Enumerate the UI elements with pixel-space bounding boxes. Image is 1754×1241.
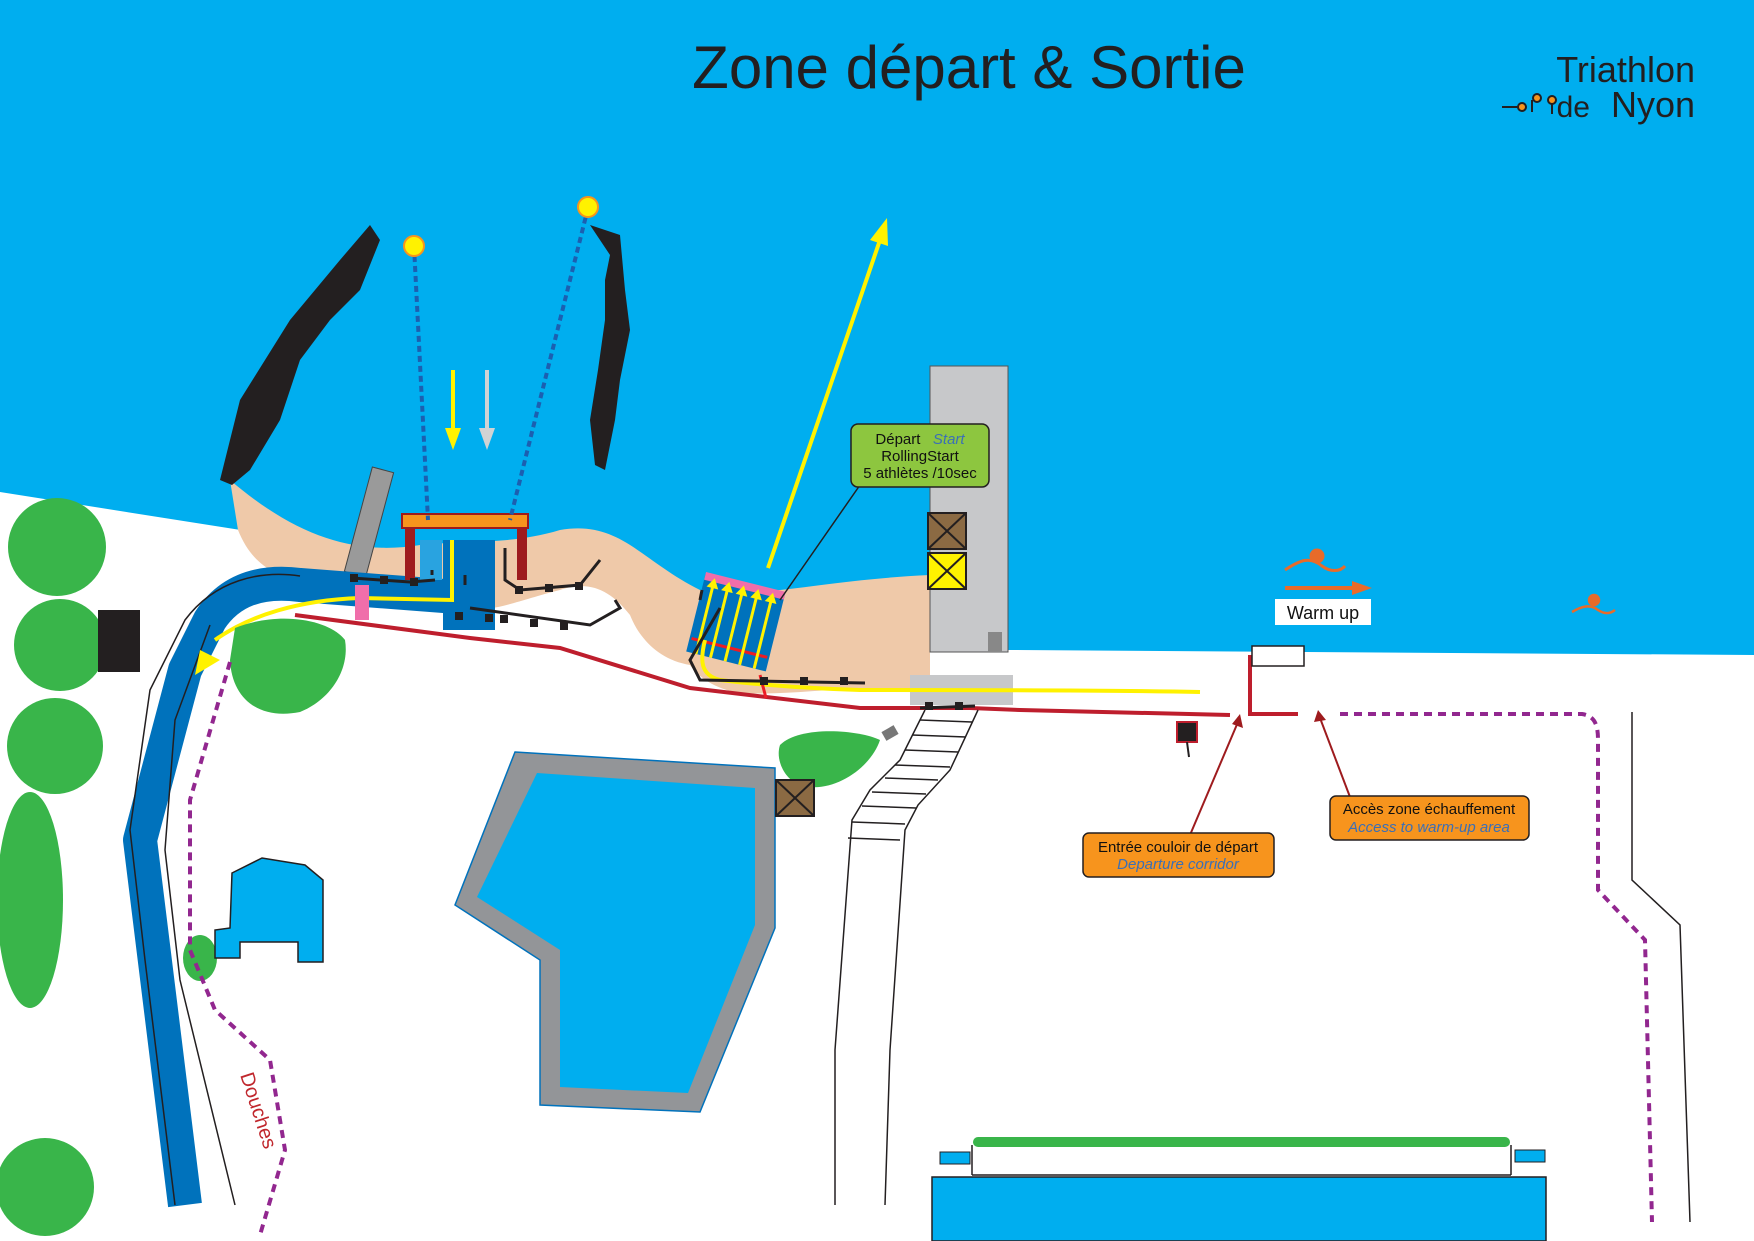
warmup-arrow (1285, 581, 1372, 595)
road-edge (1631, 712, 1691, 1223)
swim-course-arrow (766, 218, 888, 569)
exit-gate-pink (355, 585, 369, 620)
basin-frame (971, 1145, 1512, 1176)
logo-line1: Triathlon (1556, 49, 1695, 90)
arch-banner (401, 513, 529, 529)
pool-water (477, 773, 755, 1093)
basin-marker-left (939, 1151, 971, 1165)
acces-fr: Accès zone échauffement (1343, 801, 1516, 818)
depart-label-fr: Départ (875, 431, 921, 448)
exit-path-outline (129, 573, 301, 1206)
basin-marker-right (1514, 1149, 1546, 1163)
depart-box: Départ Start RollingStart 5 athlètes /10… (850, 423, 990, 488)
bottom-basin (931, 1176, 1547, 1241)
trees (0, 498, 880, 1236)
exit-path-outline-2 (164, 624, 236, 1206)
pier-grate (988, 632, 1002, 652)
logo-line2-small: de (1557, 91, 1590, 124)
entree-en: Departure corridor (1117, 856, 1240, 873)
logo-line2-big: Nyon (1611, 84, 1695, 125)
logo-dots-icon (1502, 93, 1557, 114)
acces-en: Access to warm-up area (1347, 819, 1510, 836)
swimmer-icon-far (1571, 593, 1616, 615)
crate-pool (775, 779, 815, 817)
small-pond (214, 857, 324, 963)
acces-box: Accès zone échauffement Access to warm-u… (1329, 795, 1530, 841)
pier (929, 365, 1009, 653)
warmup-text: Warm up (1287, 603, 1359, 623)
arch-post-left (405, 520, 415, 580)
buoy-right (577, 196, 599, 218)
dashed-path-right (1340, 712, 1654, 1223)
arrow-down-grey (479, 370, 495, 450)
svg-text:Départ Start: Départ Start (875, 431, 965, 448)
warmup-label: Warm up (1275, 599, 1371, 625)
swimmer-icon (1284, 548, 1347, 572)
exit-corridor (123, 566, 472, 1208)
entree-leader (1189, 714, 1243, 836)
athlete-route-yellow (700, 639, 1201, 694)
sign-post (1176, 721, 1198, 758)
rock-breakwater-right (590, 225, 630, 470)
crate-yellow (927, 552, 967, 590)
rock-breakwater-left (220, 225, 380, 485)
start-pen-light (420, 540, 442, 580)
depart-label-en: Start (933, 431, 966, 448)
depart-rolling: RollingStart (881, 448, 959, 465)
buoy-line-right (508, 207, 590, 521)
start-corridor-gate (1248, 655, 1298, 716)
barrier-nodes (350, 574, 963, 710)
black-building (98, 610, 140, 672)
stairs (834, 709, 979, 1206)
page-title: Zone départ & Sortie (692, 34, 1246, 101)
buoy-left (403, 235, 425, 257)
entree-box: Entrée couloir de départ Departure corri… (1082, 832, 1275, 878)
dashed-path-left (188, 661, 288, 1236)
arrow-down-yellow (445, 370, 461, 450)
boundary-red (294, 613, 1231, 717)
depart-rate: 5 athlètes /10sec (863, 465, 977, 482)
warmup-bench (1251, 645, 1305, 667)
arch-post-right (517, 520, 527, 580)
lake (0, 0, 1754, 655)
entree-fr: Entrée couloir de départ (1098, 839, 1259, 856)
depart-leader (779, 484, 861, 601)
logo: Triathlon de Nyon (1502, 49, 1695, 125)
acces-leader (1314, 710, 1351, 798)
buoy-line-left (412, 245, 430, 521)
exit-arrowhead (195, 650, 220, 675)
crate-brown (927, 512, 967, 550)
grey-post (881, 725, 899, 741)
